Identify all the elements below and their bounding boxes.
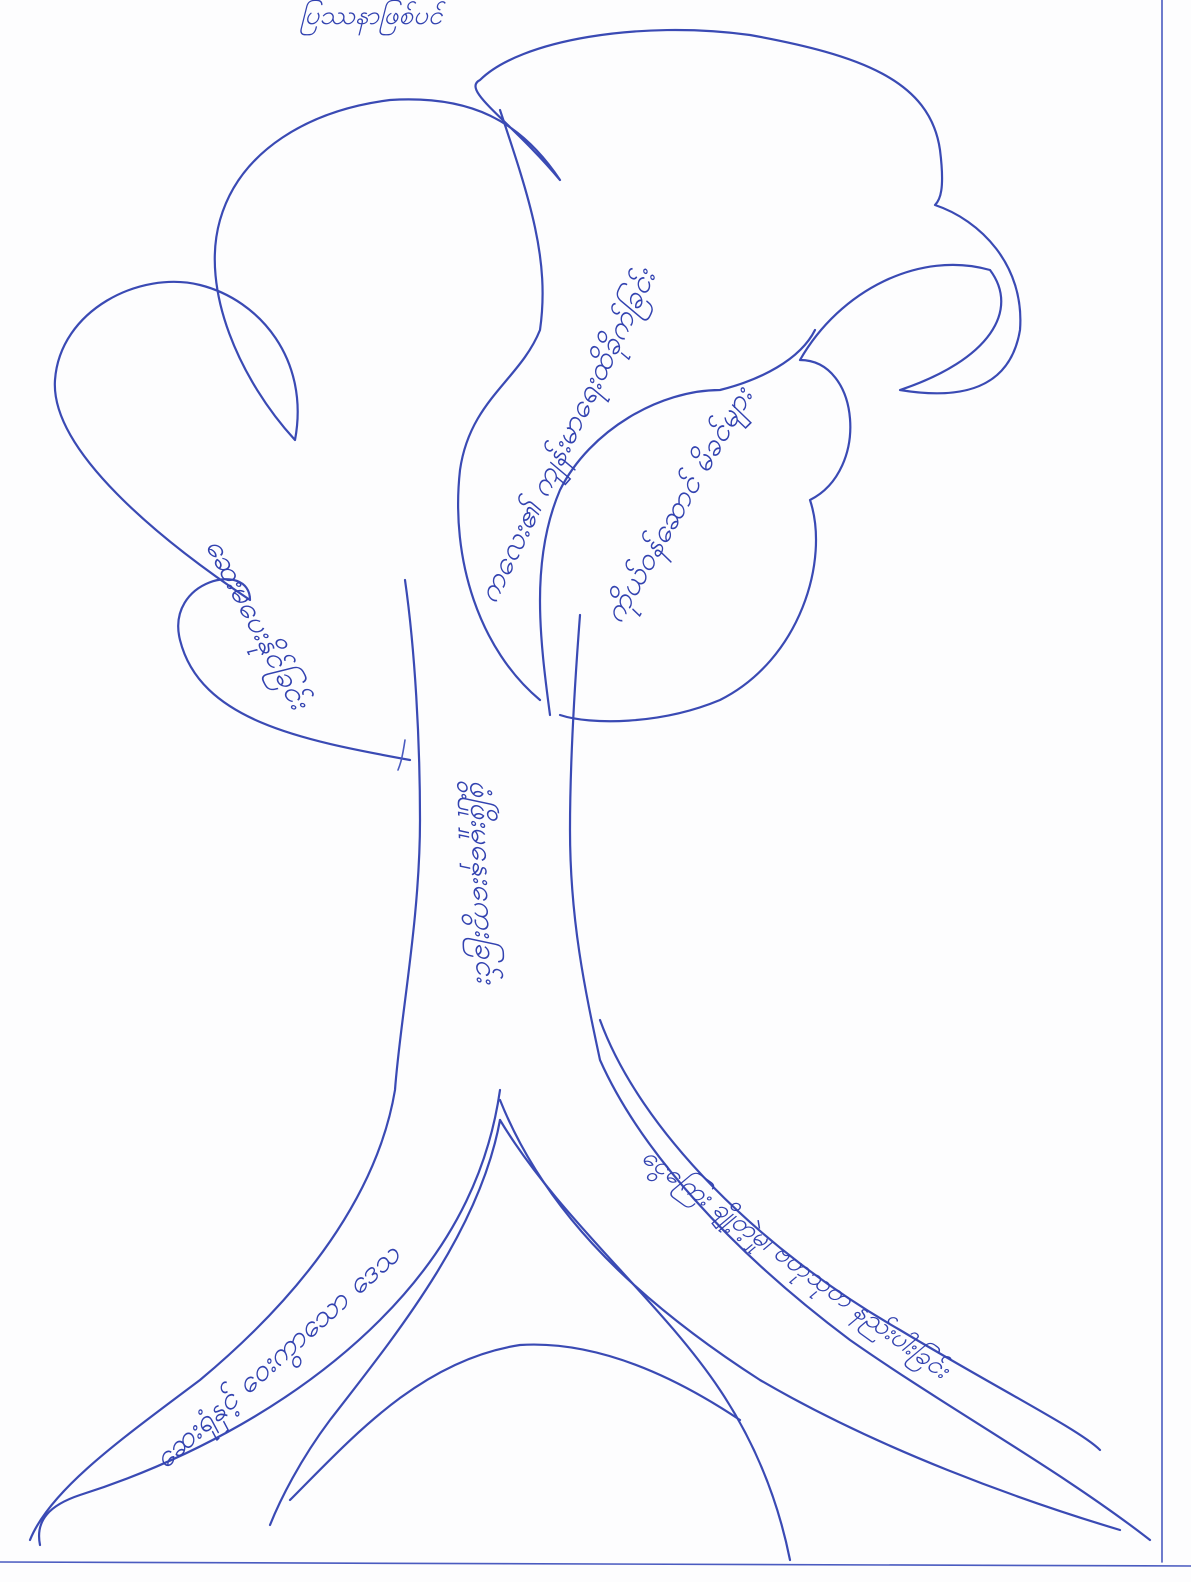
center-root-arch [288,1343,742,1502]
header-text: ပြဿနာဖြစ်ပင် [300,0,446,36]
trunk-right-short-line [397,739,406,771]
trunk-label: ဖွံ့ဖြိုးမှုနှေးကွေးခြင်း [456,779,505,986]
tree-crown-outline [53,28,1022,762]
left-root-inner-line [37,1088,502,1547]
crown-right-division [538,328,817,717]
root-far-right-line [598,1018,1102,1452]
page-bottom-border [0,1561,1191,1567]
crown-middle-division [457,108,544,702]
right-root-label: ငွေကြေး ချို့တဲ့မှု၊ ဗဟုသုတ နည်းပါးခြင်း [633,1140,958,1391]
trunk-left-outline [28,578,422,1542]
center-root-left-leg [268,1118,502,1527]
right-leaf-label: ကိုယ်ဝန်ဆောင် မိခင်များ [597,379,767,632]
left-root-label: ဆေးရုံနှင့် ဝေးကွာသော ဒေသ [147,1236,412,1480]
center-root-right-leg [498,1118,792,1562]
trunk-right-outline [568,613,1152,1542]
right-root-inner-line [498,1098,1122,1532]
